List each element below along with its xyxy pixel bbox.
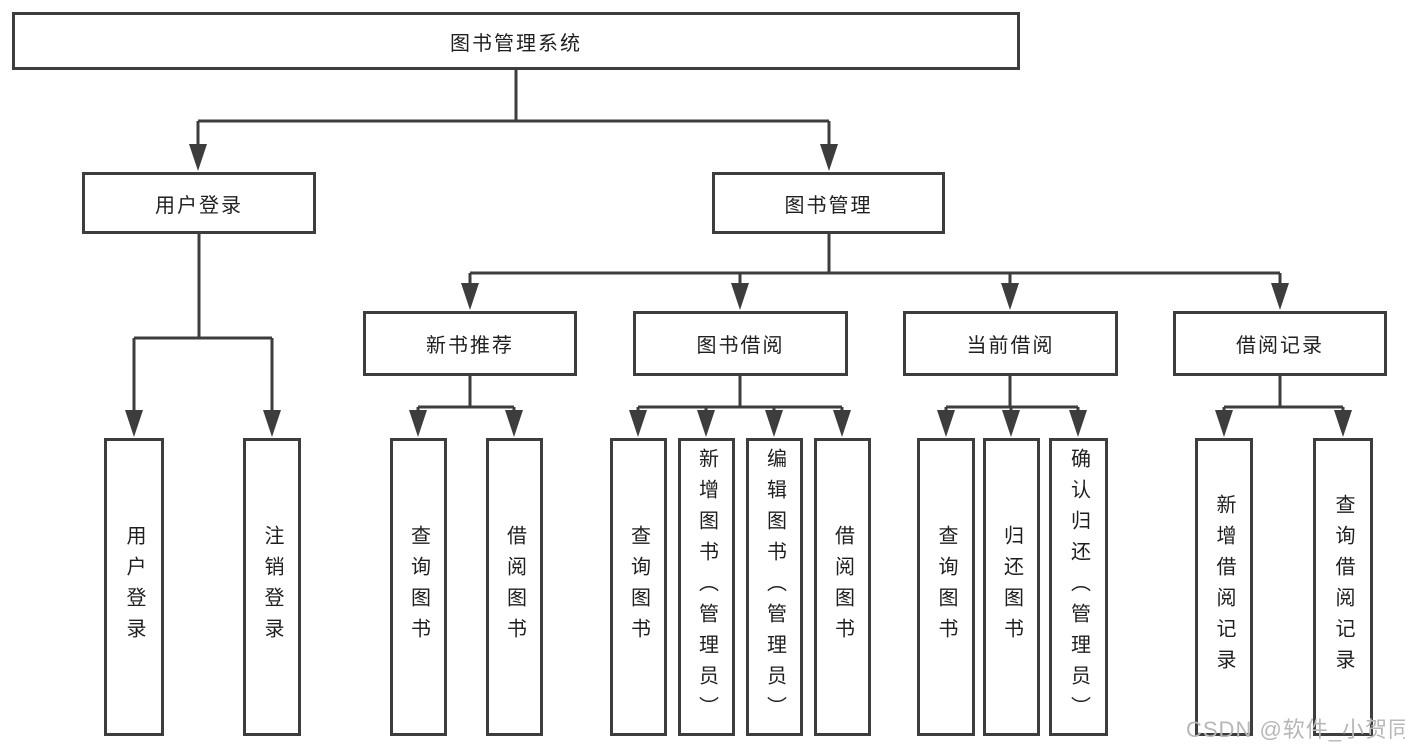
node-borrow-records-label: 借阅记录: [1236, 335, 1324, 357]
node-root-label: 图书管理系统: [450, 32, 582, 55]
leaf-return-book-label: 归还图书: [1000, 525, 1023, 649]
leaf-query-borrow-record-label: 查询借阅记录: [1332, 494, 1354, 680]
node-new-book-recommend: 新书推荐: [363, 311, 577, 376]
connector-book-manage-to-level2: [461, 234, 1289, 310]
leaf-borrow-books-2-label: 借阅图书: [831, 525, 854, 649]
connector-root-to-level1: [189, 70, 838, 171]
leaf-logout-label: 注销登录: [261, 525, 283, 649]
leaf-query-books-1-label: 查询图书: [407, 525, 430, 649]
leaf-borrow-books-1: 借阅图书: [486, 438, 543, 736]
leaf-confirm-return-admin: 确认归还（管理员）: [1049, 438, 1108, 736]
node-current-borrow-label: 当前借阅: [966, 335, 1055, 357]
connector-current-borrow-to-leaves: [937, 376, 1087, 437]
leaf-edit-book-admin-label: 编辑图书（管理员）: [763, 447, 786, 727]
leaf-query-books-3-label: 查询图书: [935, 525, 957, 649]
node-root: 图书管理系统: [12, 12, 1020, 70]
node-borrow-records: 借阅记录: [1173, 311, 1387, 376]
leaf-user-login-label: 用户登录: [123, 525, 145, 649]
node-user-login: 用户登录: [82, 172, 316, 234]
connector-borrow-record-to-leaves: [1215, 376, 1352, 437]
connector-user-login-to-leaves: [125, 234, 281, 437]
connector-new-book-to-leaves: [409, 376, 523, 437]
leaf-add-borrow-record: 新增借阅记录: [1195, 438, 1253, 736]
node-user-login-label: 用户登录: [155, 194, 243, 217]
leaf-borrow-books-1-label: 借阅图书: [503, 525, 526, 649]
leaf-query-books-2-label: 查询图书: [627, 525, 650, 649]
node-book-manage: 图书管理: [712, 172, 945, 234]
leaf-user-login: 用户登录: [104, 438, 164, 736]
leaf-edit-book-admin: 编辑图书（管理员）: [746, 438, 803, 736]
node-book-manage-label: 图书管理: [784, 194, 873, 217]
csdn-watermark: CSDN @软件_小贺同学: [1186, 717, 1405, 742]
leaf-logout: 注销登录: [243, 438, 301, 736]
leaf-query-borrow-record: 查询借阅记录: [1313, 438, 1373, 736]
leaf-add-book-admin-label: 新增图书（管理员）: [695, 447, 718, 727]
node-new-book-recommend-label: 新书推荐: [426, 335, 514, 357]
node-current-borrow: 当前借阅: [903, 311, 1118, 376]
node-book-borrow: 图书借阅: [633, 311, 848, 376]
leaf-add-book-admin: 新增图书（管理员）: [678, 438, 735, 736]
leaf-borrow-books-2: 借阅图书: [814, 438, 871, 736]
leaf-return-book: 归还图书: [983, 438, 1040, 736]
connector-book-borrow-to-leaves: [629, 376, 851, 437]
leaf-query-books-1: 查询图书: [390, 438, 447, 736]
leaf-add-borrow-record-label: 新增借阅记录: [1213, 494, 1235, 680]
leaf-query-books-3: 查询图书: [917, 438, 975, 736]
leaf-confirm-return-admin-label: 确认归还（管理员）: [1067, 447, 1090, 727]
leaf-query-books-2: 查询图书: [610, 438, 667, 736]
node-book-borrow-label: 图书借阅: [696, 335, 785, 357]
